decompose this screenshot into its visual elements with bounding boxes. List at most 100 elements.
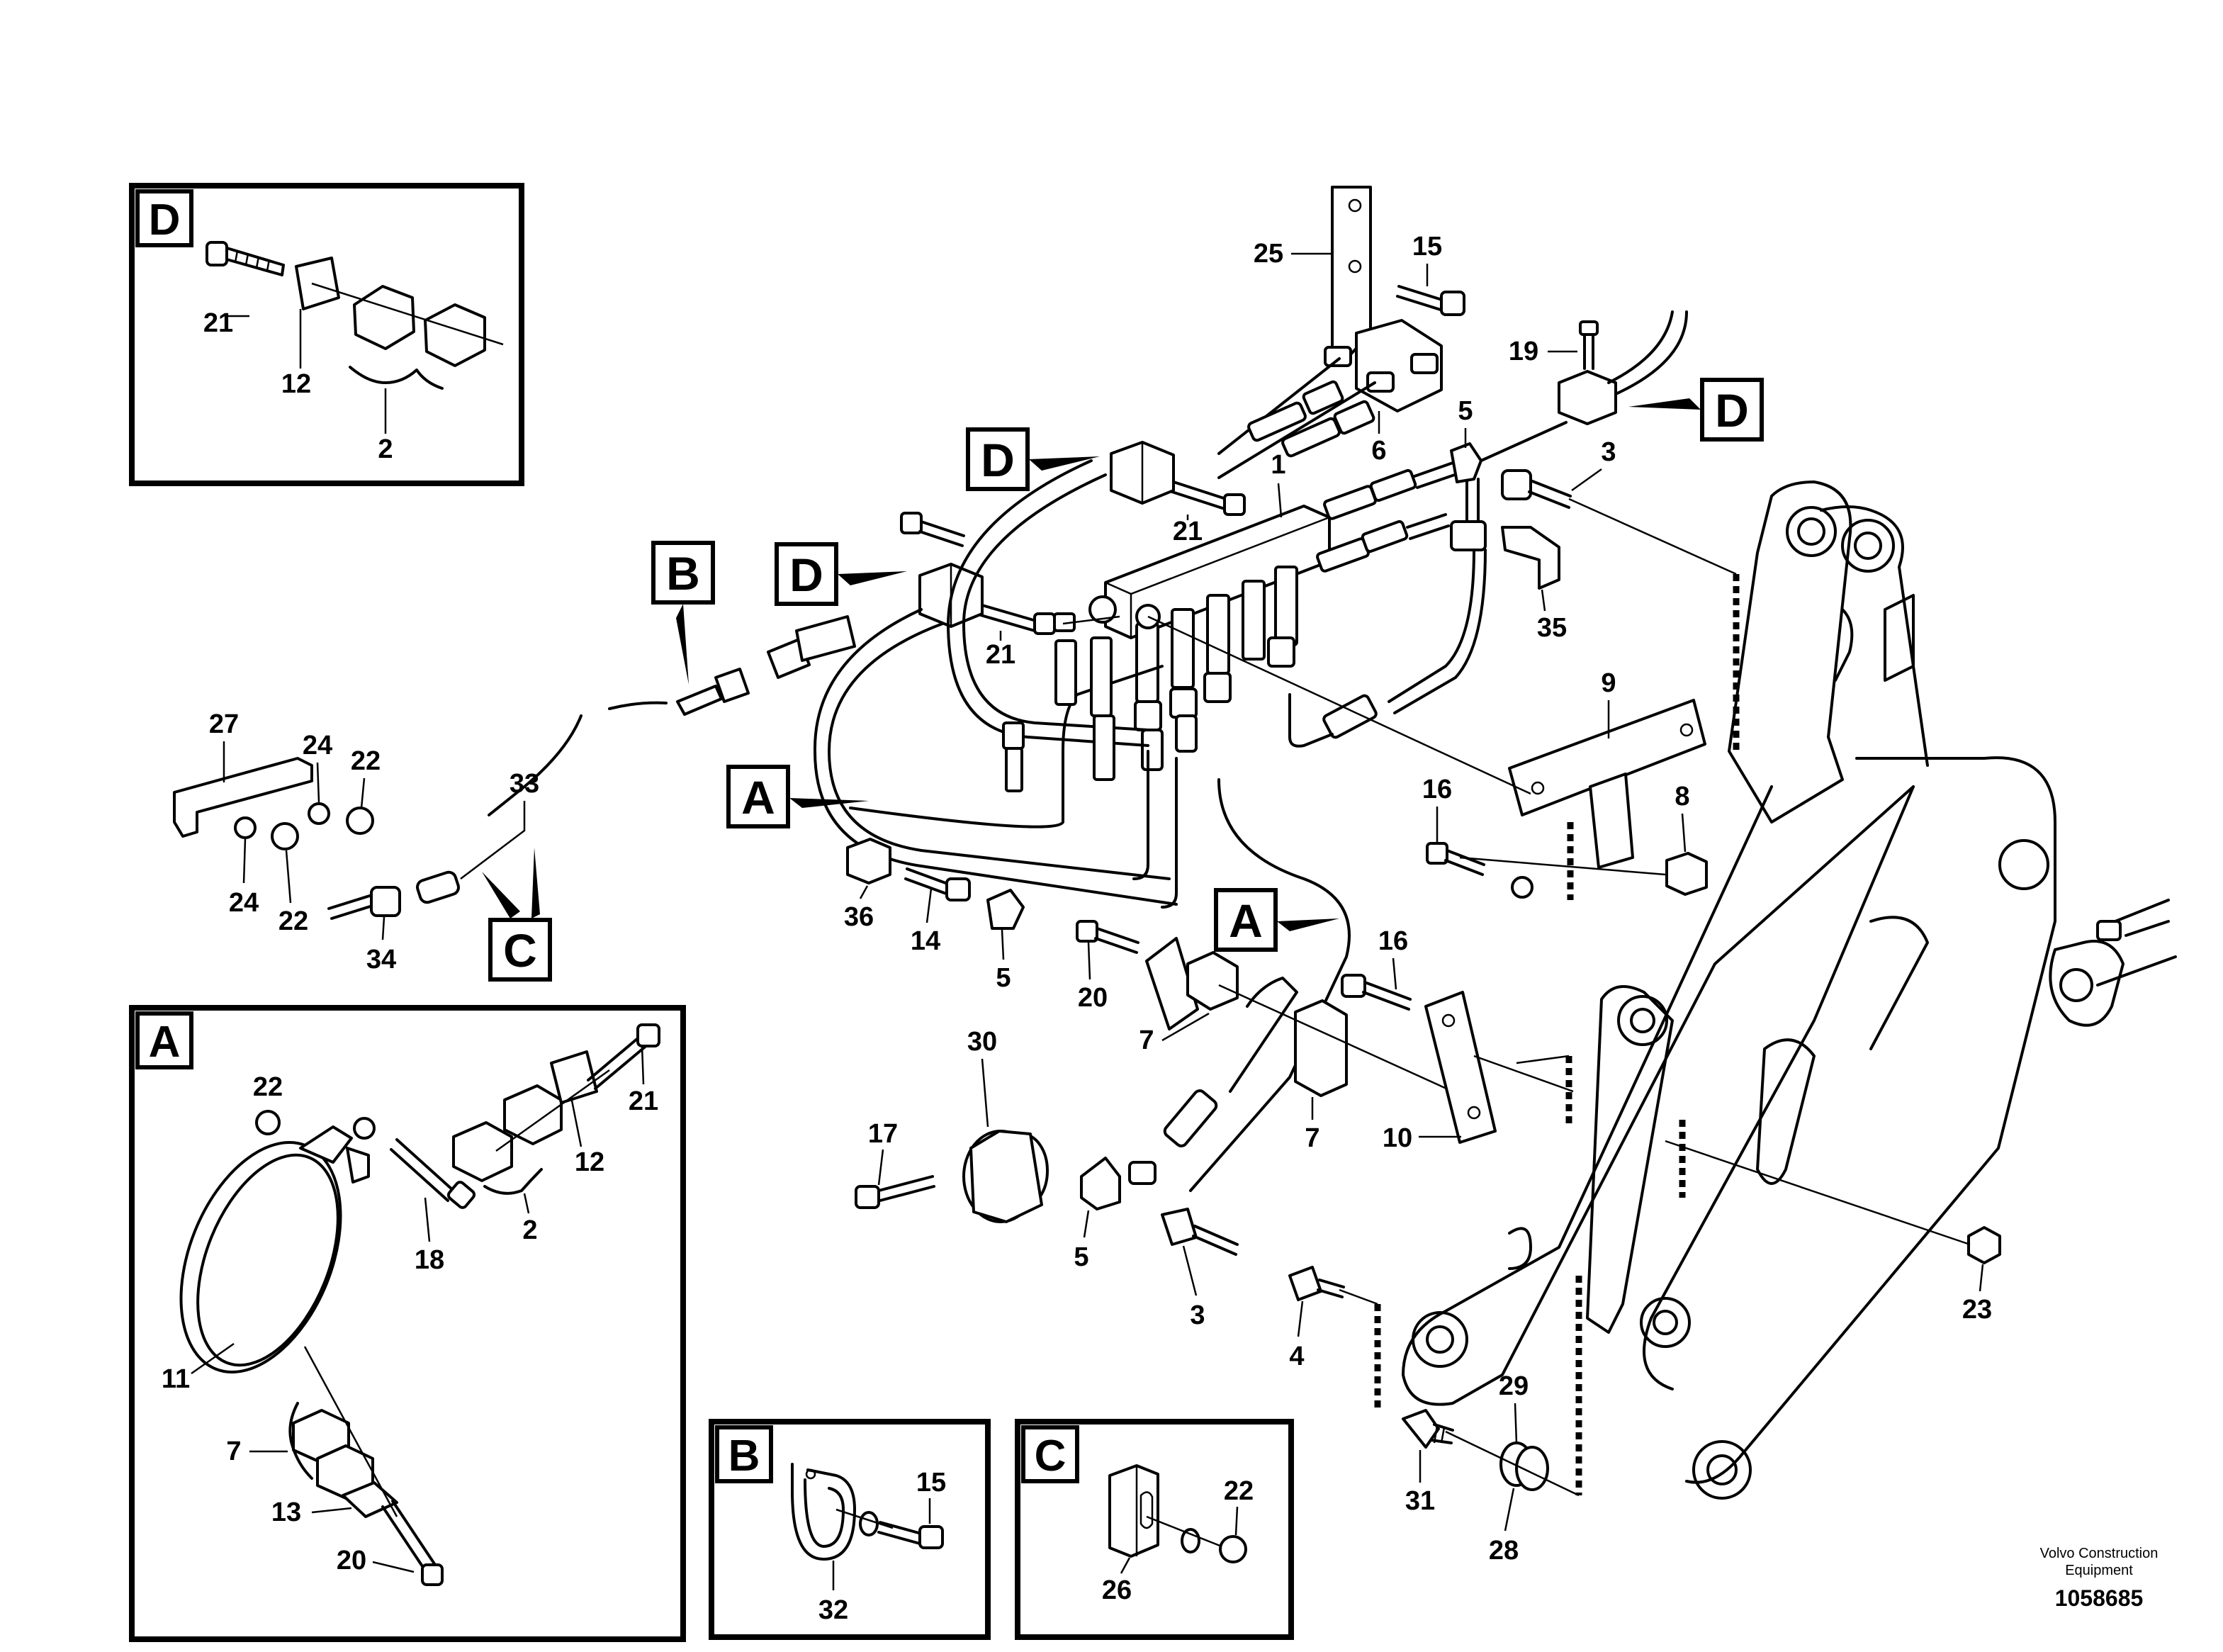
spacer-icon bbox=[1665, 852, 1708, 896]
plate-icon bbox=[1145, 937, 1199, 1030]
document-number: 1058685 bbox=[2055, 1585, 2144, 1611]
callout-d-upper: D bbox=[966, 427, 1100, 491]
label-24-top: 24 bbox=[303, 731, 332, 760]
label-30: 30 bbox=[967, 1027, 997, 1057]
publisher-credit-line2: Equipment bbox=[2065, 1563, 2133, 1578]
label-21-upper: 21 bbox=[1173, 517, 1203, 546]
label-14: 14 bbox=[911, 926, 940, 956]
label-b-15: 15 bbox=[916, 1468, 946, 1498]
label-34: 34 bbox=[366, 945, 396, 974]
label-a-21: 21 bbox=[629, 1086, 658, 1116]
label-a-2: 2 bbox=[522, 1215, 537, 1245]
bolt-icon bbox=[327, 886, 401, 920]
bracket-icon bbox=[173, 757, 313, 838]
label-a-13: 13 bbox=[271, 1498, 301, 1527]
bolt-icon bbox=[206, 241, 285, 276]
clamp-half-icon bbox=[1294, 999, 1348, 1097]
loader-arm-icon bbox=[1402, 481, 2177, 1500]
label-23: 23 bbox=[1962, 1295, 1992, 1325]
bolt-icon bbox=[1341, 974, 1412, 1011]
callout-a-lower-letter: A bbox=[1229, 894, 1263, 947]
label-4: 4 bbox=[1289, 1342, 1304, 1371]
plate-icon bbox=[550, 1050, 598, 1104]
callout-c: C bbox=[482, 848, 552, 982]
bolt-icon bbox=[390, 1138, 476, 1209]
label-1: 1 bbox=[1271, 450, 1285, 480]
label-28: 28 bbox=[1489, 1536, 1519, 1566]
label-27: 27 bbox=[209, 709, 239, 739]
label-c-22: 22 bbox=[1224, 1476, 1254, 1506]
hose-fitting-icon bbox=[1247, 380, 1344, 442]
clamp-block-icon bbox=[1108, 1464, 1159, 1558]
detail-view-b: B 15 32 bbox=[709, 1419, 991, 1640]
label-6: 6 bbox=[1371, 436, 1386, 466]
label-b-32: 32 bbox=[818, 1595, 848, 1625]
label-33: 33 bbox=[510, 769, 539, 799]
label-35: 35 bbox=[1537, 613, 1567, 643]
washer-icon bbox=[353, 1117, 376, 1140]
plate-icon bbox=[1424, 991, 1497, 1144]
bolt-icon bbox=[904, 867, 971, 901]
bolt-icon bbox=[1161, 1208, 1239, 1256]
nut-icon bbox=[1967, 1226, 2001, 1264]
label-25: 25 bbox=[1254, 239, 1283, 269]
detail-view-a: A bbox=[129, 1005, 686, 1642]
detail-view-a-letter: A bbox=[149, 1018, 181, 1067]
washer-icon bbox=[1511, 876, 1533, 899]
bolt-icon bbox=[1396, 285, 1465, 316]
bolt-icon bbox=[1171, 481, 1246, 516]
label-c-26: 26 bbox=[1102, 1575, 1132, 1605]
bolt-icon bbox=[979, 604, 1056, 635]
detail-view-d: D 21 12 2 bbox=[129, 183, 524, 486]
label-22-bottom: 22 bbox=[278, 906, 308, 936]
nut-icon bbox=[271, 822, 299, 850]
sleeve-icon bbox=[416, 870, 460, 904]
label-21-lower: 21 bbox=[986, 640, 1015, 670]
clamp-half-icon bbox=[503, 1084, 563, 1145]
label-a-22: 22 bbox=[253, 1072, 283, 1102]
bolt-icon bbox=[587, 1023, 660, 1090]
clamp-half-icon bbox=[353, 285, 415, 350]
bolt-icon bbox=[1288, 1266, 1345, 1301]
clamp-half-icon bbox=[452, 1121, 513, 1182]
washer-icon bbox=[308, 802, 330, 825]
nut-icon bbox=[346, 807, 374, 835]
label-9: 9 bbox=[1601, 668, 1616, 698]
label-22-top: 22 bbox=[351, 746, 381, 776]
detail-view-b-letter: B bbox=[728, 1432, 760, 1480]
label-a-18: 18 bbox=[415, 1245, 444, 1275]
callout-d-right-letter: D bbox=[1715, 384, 1749, 437]
callout-a-lower: A bbox=[1214, 888, 1339, 952]
washer-icon bbox=[859, 1511, 879, 1536]
washer-icon bbox=[1181, 1528, 1200, 1553]
label-a-7: 7 bbox=[226, 1437, 241, 1466]
nut-icon bbox=[1219, 1535, 1247, 1563]
sleeve-icon bbox=[962, 1130, 1049, 1223]
callout-a-upper-letter: A bbox=[741, 771, 775, 824]
callout-c-letter: C bbox=[503, 924, 537, 977]
clamp-half-icon bbox=[1186, 951, 1239, 1011]
nut-icon bbox=[255, 1110, 281, 1135]
bolt-icon bbox=[381, 1500, 444, 1586]
clamp-half-icon bbox=[424, 303, 486, 367]
bracket-icon bbox=[1501, 526, 1560, 590]
bolt-icon bbox=[855, 1175, 935, 1209]
label-d-12: 12 bbox=[281, 369, 311, 399]
label-24-bottom: 24 bbox=[229, 888, 259, 918]
plate-icon bbox=[295, 257, 340, 310]
detail-view-c: C 22 26 bbox=[1015, 1419, 1294, 1640]
label-17: 17 bbox=[868, 1119, 898, 1149]
callout-d-right: D bbox=[1628, 378, 1764, 442]
label-7-lower: 7 bbox=[1305, 1123, 1319, 1153]
label-5-bottom: 5 bbox=[1074, 1242, 1088, 1272]
bracket-icon bbox=[1508, 699, 1706, 816]
elbow-fitting-icon bbox=[1080, 1157, 1121, 1210]
label-8: 8 bbox=[1675, 782, 1689, 811]
label-19: 19 bbox=[1509, 337, 1538, 366]
label-15: 15 bbox=[1412, 232, 1442, 262]
band-clamp-icon bbox=[179, 1125, 370, 1374]
hose-fitting-icon bbox=[714, 668, 750, 703]
bolt-icon bbox=[1076, 920, 1139, 954]
hose-fitting-icon bbox=[1316, 513, 1450, 573]
label-a-20: 20 bbox=[337, 1546, 366, 1575]
